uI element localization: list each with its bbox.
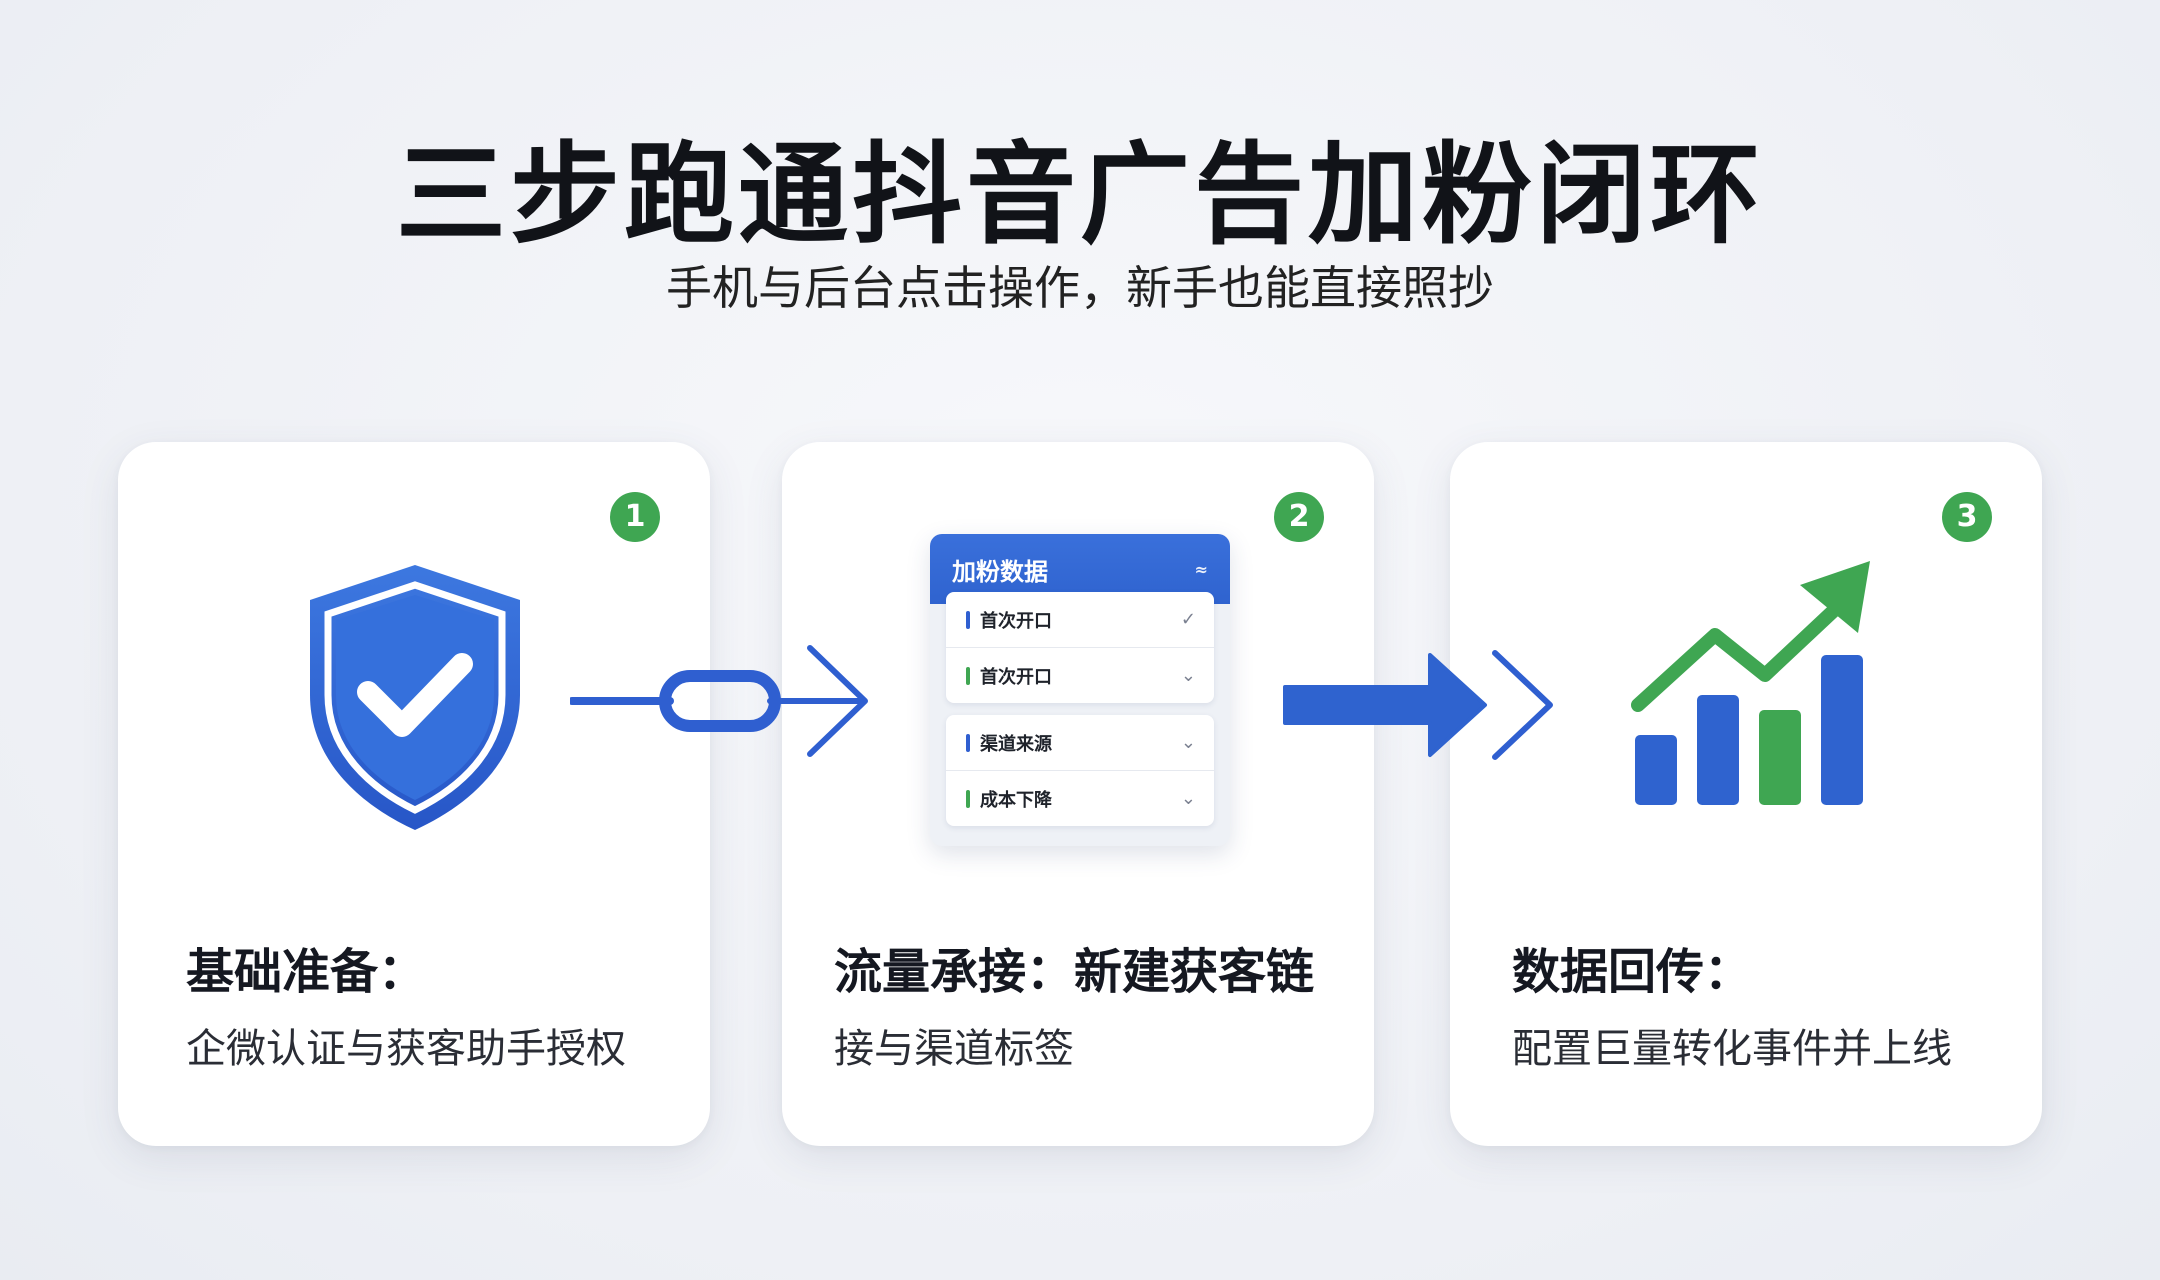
panel-row[interactable]: 渠道来源 ⌄ bbox=[946, 715, 1214, 770]
step-number-badge: 1 bbox=[610, 492, 660, 542]
shield-check-icon bbox=[310, 565, 520, 830]
panel-group: 首次开口 ✓ 首次开口 ⌄ bbox=[946, 592, 1214, 703]
row-accent-bar bbox=[966, 789, 970, 808]
panel-group: 渠道来源 ⌄ 成本下降 ⌄ bbox=[946, 715, 1214, 826]
step-title: 流量承接：新建获客链 bbox=[834, 944, 1315, 1000]
panel-header-icon: ≈ bbox=[1194, 559, 1208, 579]
growth-chart-icon bbox=[1631, 561, 1870, 805]
step-description: 配置巨量转化事件并上线 bbox=[1512, 1026, 1952, 1072]
check-icon: ✓ bbox=[1180, 609, 1196, 630]
chevron-down-icon: ⌄ bbox=[1180, 788, 1196, 809]
link-arrow-icon bbox=[570, 645, 868, 757]
row-label: 首次开口 bbox=[980, 610, 1052, 632]
step-description: 企微认证与获客助手授权 bbox=[186, 1026, 626, 1072]
row-accent-bar bbox=[966, 666, 970, 685]
step-title: 数据回传： bbox=[1512, 944, 1753, 1000]
step-title: 基础准备： bbox=[186, 944, 427, 1000]
panel-title: 加粉数据 bbox=[952, 557, 1048, 586]
row-accent-bar bbox=[966, 733, 970, 752]
page-title: 三步跑通抖音广告加粉闭环 bbox=[396, 131, 1764, 259]
step-number-badge: 3 bbox=[1942, 492, 1992, 542]
panel-row[interactable]: 首次开口 ⌄ bbox=[946, 647, 1214, 703]
step-description: 接与渠道标签 bbox=[834, 1026, 1074, 1072]
step-card-3: 3 数据回传： 配置巨量转化事件并上线 bbox=[1450, 442, 2042, 1146]
panel-row[interactable]: 成本下降 ⌄ bbox=[946, 770, 1214, 826]
chevron-down-icon: ⌄ bbox=[1180, 665, 1196, 686]
page-subtitle: 手机与后台点击操作，新手也能直接照抄 bbox=[666, 261, 1494, 315]
step-card-1: 1 基础准备： 企微认证与获客助手授权 bbox=[118, 442, 710, 1146]
chevron-down-icon: ⌄ bbox=[1180, 732, 1196, 753]
row-accent-bar bbox=[966, 610, 970, 629]
step-number-badge: 2 bbox=[1274, 492, 1324, 542]
data-panel: 加粉数据 ≈ 首次开口 ✓ 首次开口 ⌄ 渠道来源 ⌄ 成本下降 ⌄ bbox=[930, 534, 1230, 846]
arrow-right-icon bbox=[1283, 650, 1553, 760]
row-label: 成本下降 bbox=[980, 789, 1052, 811]
row-label: 渠道来源 bbox=[980, 733, 1052, 755]
panel-row[interactable]: 首次开口 ✓ bbox=[946, 592, 1214, 647]
row-label: 首次开口 bbox=[980, 666, 1052, 688]
